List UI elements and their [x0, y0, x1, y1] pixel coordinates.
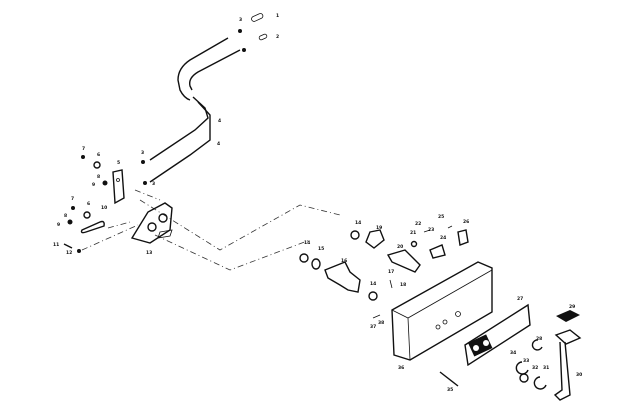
callout-7: 7 [82, 146, 85, 152]
callout-22: 22 [415, 221, 421, 227]
callout-3: 3 [141, 150, 144, 156]
callout-38: 38 [378, 320, 384, 326]
callout-10: 10 [101, 205, 107, 211]
callout-3: 3 [239, 17, 242, 23]
callout-33: 33 [523, 358, 529, 364]
callout-5: 5 [117, 160, 120, 166]
callout-30: 30 [576, 372, 582, 378]
callout-7: 7 [71, 196, 74, 202]
callout-13: 13 [146, 250, 152, 256]
callout-27: 27 [517, 296, 523, 302]
lever-assembly [439, 310, 582, 401]
callout-17: 17 [388, 269, 394, 275]
callout-34: 34 [510, 350, 516, 356]
callout-8: 8 [64, 213, 67, 219]
callout-25: 25 [438, 214, 444, 220]
callout-31: 31 [543, 365, 549, 371]
callout-14: 14 [304, 240, 310, 246]
cable-route-line [81, 199, 341, 271]
callout-15: 15 [318, 246, 324, 252]
callout-9: 9 [92, 182, 95, 188]
callout-26: 26 [463, 219, 469, 225]
callout-11: 11 [53, 242, 59, 248]
callout-35: 35 [447, 387, 453, 393]
callout-21: 21 [410, 230, 416, 236]
callout-24: 24 [440, 235, 446, 241]
callout-4: 4 [218, 118, 221, 124]
callout-18: 18 [400, 282, 406, 288]
cable-route-line [107, 189, 161, 229]
callout-23: 23 [428, 227, 434, 233]
callout-36: 36 [398, 365, 404, 371]
callout-12: 12 [66, 250, 72, 256]
bracket-assembly [63, 155, 125, 253]
callout-37: 37 [370, 324, 376, 330]
callout-19: 19 [376, 225, 382, 231]
shaft-assembly [299, 225, 469, 319]
callout-labels: 1 2 3 4 4 3 3 5 6 7 8 9 10 6 7 8 9 11 12… [53, 13, 582, 393]
callout-20: 20 [397, 244, 403, 250]
callout-3: 3 [152, 181, 155, 187]
faceplate [464, 303, 531, 367]
callout-2: 2 [276, 34, 279, 40]
control-plate [130, 202, 173, 244]
callout-14: 14 [370, 281, 376, 287]
callout-29: 29 [569, 304, 575, 310]
callout-9: 9 [57, 222, 60, 228]
callout-8: 8 [97, 174, 100, 180]
callout-32: 32 [532, 365, 538, 371]
callout-4: 4 [217, 141, 220, 147]
callout-28: 28 [536, 336, 542, 342]
callout-1: 1 [276, 13, 279, 19]
callout-14: 14 [355, 220, 361, 226]
callout-6: 6 [97, 152, 100, 158]
callout-6: 6 [87, 201, 90, 207]
callout-16: 16 [341, 258, 347, 264]
control-cable-upper [141, 13, 268, 185]
housing [391, 261, 493, 361]
